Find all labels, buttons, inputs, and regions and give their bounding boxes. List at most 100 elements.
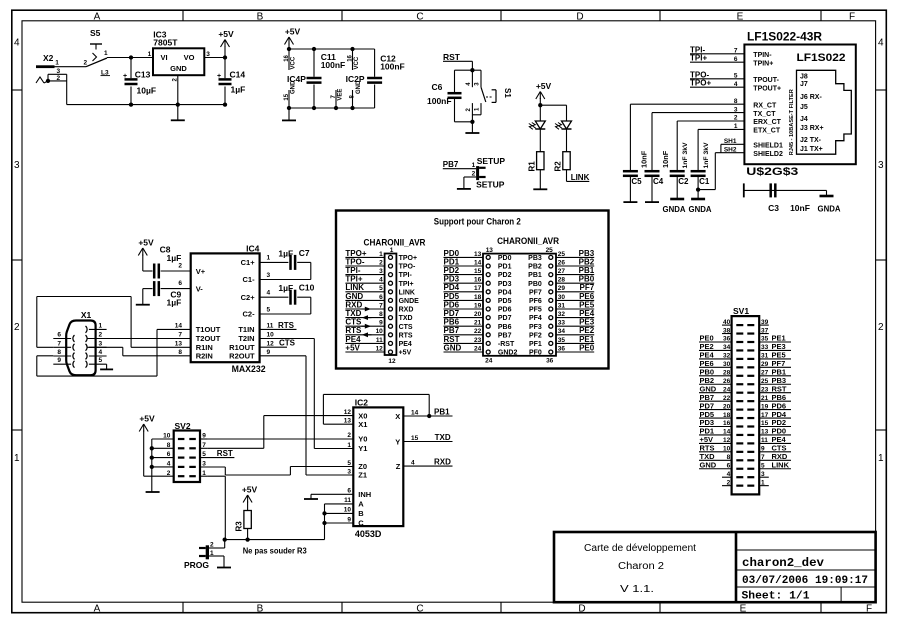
svg-text:26: 26 <box>723 378 731 385</box>
svg-text:A: A <box>94 12 101 23</box>
svg-text:C1-: C1- <box>243 275 256 284</box>
svg-text:TPOUT-: TPOUT- <box>753 77 779 84</box>
svg-text:PD7: PD7 <box>444 309 460 318</box>
svg-text:2: 2 <box>173 78 179 82</box>
svg-text:RST: RST <box>217 449 233 458</box>
svg-text:2: 2 <box>57 75 61 82</box>
svg-text:R2: R2 <box>554 161 563 172</box>
svg-text:S5: S5 <box>90 28 101 38</box>
svg-text:R2OUT: R2OUT <box>229 352 255 361</box>
svg-text:GND: GND <box>356 80 362 94</box>
svg-text:C2-: C2- <box>243 310 256 319</box>
svg-text:1µF: 1µF <box>166 298 181 308</box>
svg-text:7: 7 <box>761 454 765 461</box>
svg-text:1: 1 <box>761 479 765 486</box>
svg-text:RJ45 - 10BASE-T FILTER: RJ45 - 10BASE-T FILTER <box>789 89 795 155</box>
svg-text:33: 33 <box>558 320 566 327</box>
svg-text:3: 3 <box>347 468 351 475</box>
svg-text:C8: C8 <box>160 244 171 254</box>
svg-text:24: 24 <box>485 357 493 364</box>
svg-text:PE0: PE0 <box>700 334 714 343</box>
svg-text:20: 20 <box>474 311 482 318</box>
svg-text:TXD: TXD <box>435 433 451 442</box>
svg-text:7: 7 <box>379 302 383 309</box>
svg-text:J2 TX-: J2 TX- <box>800 137 822 144</box>
svg-text:8: 8 <box>167 442 171 449</box>
svg-text:LINK: LINK <box>399 289 415 296</box>
svg-text:13: 13 <box>175 340 183 347</box>
svg-text:IC2: IC2 <box>355 397 369 407</box>
svg-text:5: 5 <box>202 451 206 458</box>
svg-text:Support pour Charon 2: Support pour Charon 2 <box>434 217 521 227</box>
svg-text:PD6: PD6 <box>444 300 460 309</box>
svg-text:8: 8 <box>379 311 383 318</box>
svg-text:PB2: PB2 <box>700 376 715 385</box>
svg-text:C4: C4 <box>653 177 664 186</box>
svg-text:9: 9 <box>761 446 765 453</box>
svg-text:RXD: RXD <box>399 307 414 314</box>
svg-text:8: 8 <box>727 454 731 461</box>
svg-text:2: 2 <box>878 322 884 333</box>
svg-text:CHARONII_AVR: CHARONII_AVR <box>497 236 559 246</box>
svg-text:PB6: PB6 <box>444 318 460 327</box>
svg-text:9: 9 <box>57 357 61 364</box>
svg-text:U$2G$3: U$2G$3 <box>746 166 798 178</box>
svg-text:L3: L3 <box>101 70 109 77</box>
svg-text:C1+: C1+ <box>241 258 256 267</box>
svg-text:PD6: PD6 <box>498 307 512 314</box>
svg-text:32: 32 <box>558 311 566 318</box>
svg-text:2: 2 <box>379 259 383 266</box>
svg-text:RXD: RXD <box>772 452 788 461</box>
svg-text:B: B <box>358 509 364 518</box>
svg-text:29: 29 <box>761 361 769 368</box>
svg-text:MAX232: MAX232 <box>232 364 266 374</box>
svg-text:3: 3 <box>202 461 206 468</box>
svg-text:Y0: Y0 <box>358 435 367 444</box>
svg-text:8: 8 <box>734 98 738 105</box>
svg-text:1µF: 1µF <box>231 84 246 94</box>
svg-text:C13: C13 <box>135 70 151 80</box>
svg-text:RXD: RXD <box>434 458 451 467</box>
svg-text:2: 2 <box>466 108 472 112</box>
svg-text:TPI+: TPI+ <box>345 275 362 284</box>
svg-text:21: 21 <box>474 320 482 327</box>
svg-text:PE4: PE4 <box>700 351 715 360</box>
svg-text:J8: J8 <box>800 74 808 81</box>
svg-text:J6 RX-: J6 RX- <box>800 94 822 101</box>
svg-text:15: 15 <box>474 268 482 275</box>
svg-text:TPO-: TPO- <box>690 70 709 79</box>
svg-text:16: 16 <box>348 54 354 61</box>
svg-text:03/07/2006 19:09:17: 03/07/2006 19:09:17 <box>742 575 868 587</box>
svg-text:A: A <box>358 500 364 509</box>
svg-text:1: 1 <box>878 453 884 464</box>
svg-text:C: C <box>416 604 423 615</box>
svg-text:R2IN: R2IN <box>196 352 213 361</box>
svg-text:GND: GND <box>345 292 363 301</box>
svg-text:+5V: +5V <box>138 237 154 247</box>
svg-text:PB7: PB7 <box>443 160 459 169</box>
svg-text:PD3: PD3 <box>700 418 715 427</box>
svg-text:4053D: 4053D <box>355 529 382 539</box>
svg-text:PD3: PD3 <box>498 281 512 288</box>
svg-text:1µF: 1µF <box>278 283 293 293</box>
svg-text:J1 TX+: J1 TX+ <box>800 146 823 153</box>
svg-text:+: + <box>123 73 127 80</box>
svg-text:PB6: PB6 <box>772 393 787 402</box>
svg-text:24: 24 <box>474 345 482 352</box>
svg-text:12: 12 <box>344 409 352 416</box>
svg-text:4: 4 <box>466 82 472 86</box>
svg-text:TXD: TXD <box>345 309 361 318</box>
svg-text:2: 2 <box>734 115 738 122</box>
svg-text:PE2: PE2 <box>700 342 714 351</box>
svg-text:+5V: +5V <box>399 350 412 357</box>
svg-text:C7: C7 <box>299 248 310 258</box>
svg-text:Z: Z <box>396 462 401 471</box>
svg-text:TPO+: TPO+ <box>345 249 366 258</box>
svg-text:25: 25 <box>546 247 554 254</box>
svg-text:D: D <box>576 12 583 23</box>
svg-text:12: 12 <box>723 437 731 444</box>
svg-text:INH: INH <box>358 490 371 499</box>
svg-text:PE5: PE5 <box>579 300 595 309</box>
svg-text:1: 1 <box>734 123 738 130</box>
svg-text:PD5: PD5 <box>498 298 512 305</box>
